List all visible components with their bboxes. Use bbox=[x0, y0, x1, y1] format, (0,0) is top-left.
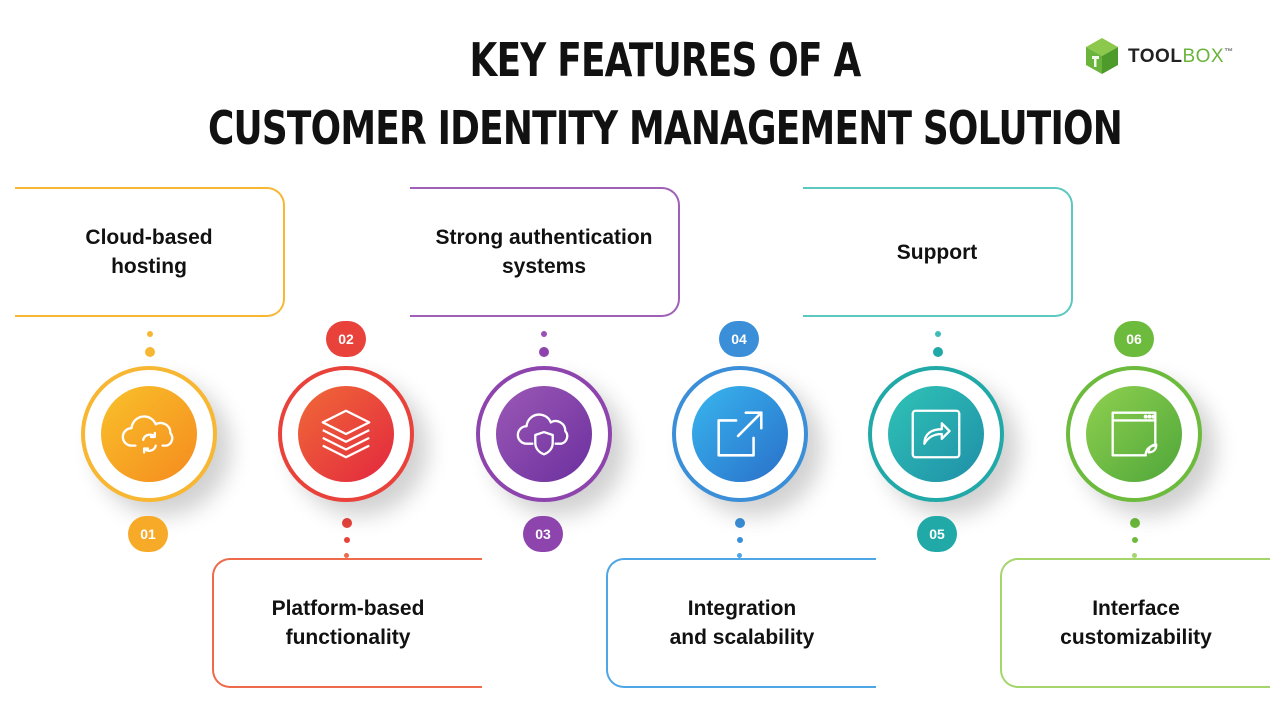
connector-dot bbox=[737, 553, 742, 558]
feature-card-06: Interface customizability bbox=[1000, 558, 1270, 688]
connector-dot bbox=[1132, 537, 1138, 543]
feature-label-05: Support bbox=[896, 240, 978, 264]
cloud-sync-icon bbox=[121, 415, 174, 454]
connector-dot bbox=[344, 537, 350, 543]
connector-dot bbox=[344, 553, 349, 558]
feature-number-05: 05 bbox=[917, 516, 957, 552]
feature-number-03: 03 bbox=[523, 516, 563, 552]
feature-label-01: Cloud-based hosting bbox=[85, 226, 213, 278]
feature-ring-05 bbox=[868, 366, 1004, 502]
feature-card-05: Support bbox=[803, 187, 1073, 317]
feature-card-03: Strong authentication systems bbox=[410, 187, 680, 317]
layers-icon bbox=[321, 409, 371, 459]
expand-arrow-icon bbox=[717, 411, 763, 457]
feature-ring-03 bbox=[476, 366, 612, 502]
connector-dot bbox=[541, 331, 547, 337]
connector-dot bbox=[1130, 518, 1140, 528]
feature-label-04: Integration and scalability bbox=[669, 597, 815, 649]
title-line-2: CUSTOMER IDENTITY MANAGEMENT SOLUTION bbox=[207, 101, 1123, 155]
feature-ring-02 bbox=[278, 366, 414, 502]
connector-dot bbox=[147, 331, 153, 337]
cube-logo-icon bbox=[1086, 38, 1118, 74]
feature-card-04: Integration and scalability bbox=[606, 558, 876, 688]
feature-label-02: Platform-based functionality bbox=[271, 597, 425, 649]
cloud-shield-icon bbox=[516, 413, 569, 456]
logo-trademark: ™ bbox=[1224, 46, 1234, 57]
connector-dot bbox=[342, 518, 352, 528]
feature-ring-01 bbox=[81, 366, 217, 502]
logo-text-box: BOX bbox=[1182, 46, 1225, 67]
connector-dot bbox=[737, 537, 743, 543]
connector-dot bbox=[935, 331, 941, 337]
feature-number-06: 06 bbox=[1114, 321, 1154, 357]
feature-label-03: Strong authentication systems bbox=[435, 226, 653, 278]
feature-label-06: Interface customizability bbox=[1060, 597, 1212, 649]
toolbox-logo: TOOLBOX™ bbox=[1082, 36, 1234, 76]
feature-number-02: 02 bbox=[326, 321, 366, 357]
feature-ring-06 bbox=[1066, 366, 1202, 502]
connector-dot bbox=[539, 347, 549, 357]
connector-dot bbox=[933, 347, 943, 357]
feature-number-01: 01 bbox=[128, 516, 168, 552]
connector-dot bbox=[1132, 553, 1137, 558]
feature-number-04: 04 bbox=[719, 321, 759, 357]
connector-dot bbox=[735, 518, 745, 528]
logo-text-tool: TOOL bbox=[1128, 46, 1183, 67]
feature-ring-04 bbox=[672, 366, 808, 502]
share-arrow-icon bbox=[911, 409, 961, 459]
connector-dot bbox=[145, 347, 155, 357]
feature-card-02: Platform-based functionality bbox=[212, 558, 482, 688]
feature-card-01: Cloud-based hosting bbox=[15, 187, 285, 317]
title-line-1: KEY FEATURES OF A bbox=[469, 33, 862, 87]
browser-window-icon bbox=[1111, 411, 1158, 457]
